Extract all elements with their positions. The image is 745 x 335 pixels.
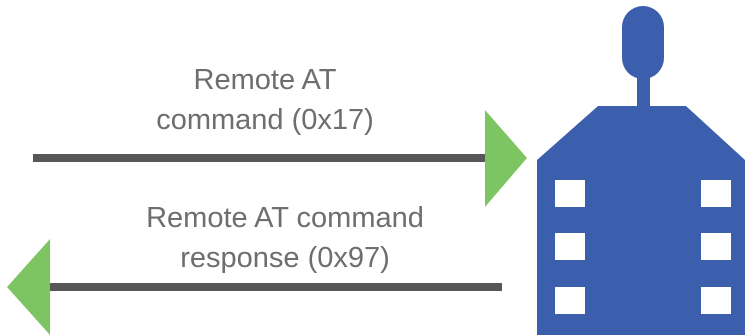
device-body [537, 106, 745, 335]
incoming-response-label: Remote AT command response (0x97) [115, 198, 455, 278]
incoming-label-line2: response (0x97) [180, 242, 390, 274]
outgoing-arrowhead-icon [485, 110, 527, 207]
device-antenna [622, 6, 664, 79]
outgoing-label-line1: Remote AT [193, 64, 337, 96]
device-antenna-stem [637, 74, 650, 110]
outgoing-arrow-line [33, 154, 493, 162]
device-window [555, 180, 585, 207]
radio-module-icon [537, 6, 745, 335]
device-window [555, 233, 585, 260]
incoming-label-line1: Remote AT command [146, 202, 424, 234]
device-window [701, 180, 731, 207]
device-window [701, 233, 731, 260]
outgoing-command-label: Remote AT command (0x17) [115, 60, 415, 140]
incoming-arrow-line [45, 283, 502, 291]
incoming-response-arrow [7, 239, 502, 335]
outgoing-command-arrow [33, 110, 527, 207]
device-window [555, 287, 585, 314]
incoming-arrowhead-icon [7, 239, 50, 335]
device-window [701, 287, 731, 314]
outgoing-label-line2: command (0x17) [156, 104, 374, 136]
